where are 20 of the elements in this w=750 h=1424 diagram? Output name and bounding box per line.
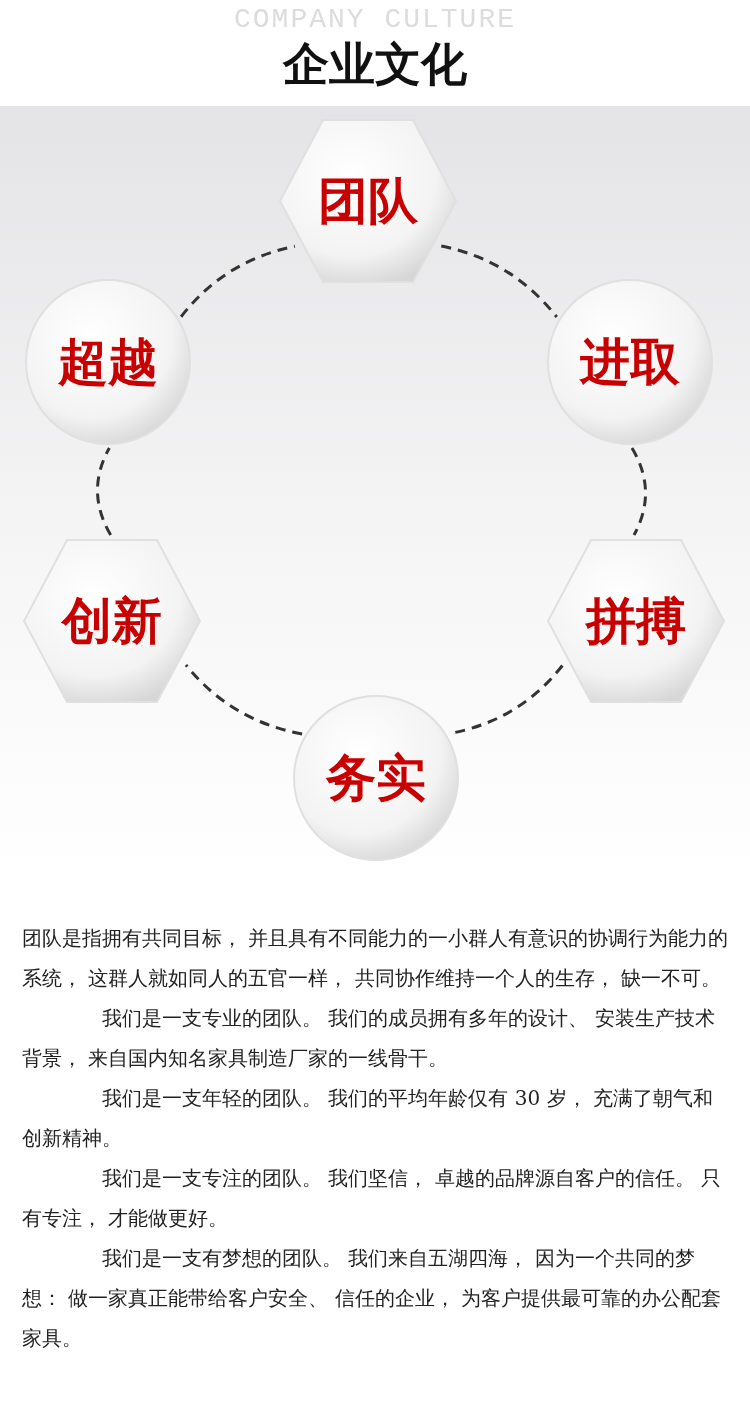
badge-label: 团队: [318, 170, 418, 232]
paragraph: 我们是一支年轻的团队。 我们的平均年龄仅有 30 岁， 充满了朝气和创新精神。: [22, 1085, 714, 1152]
badge-label: 拼搏: [586, 590, 686, 652]
hexagon-badge: [546, 536, 726, 706]
paragraph: 我们是一支专注的团队。 我们坚信， 卓越的品牌源自客户的信任。 只有专注， 才能做更好。: [22, 1165, 723, 1232]
dashed-connector: [440, 244, 558, 318]
dashed-connector: [179, 244, 296, 318]
badge-label: 进取: [580, 331, 680, 393]
paragraph: 团队是指拥有共同目标， 并且具有不同能力的一小群人有意识的协调行为能力的系统， 这群人就如同人的五官一样， 共同协作维持一个人的生存， 缺一不可。: [22, 925, 730, 992]
paragraph: 我们是一支有梦想的团队。 我们来自五湖四海， 因为一个共同的梦想： 做一家真正能带给客户安全、 信任的企业， 为客户提供最可靠的办公配套家具。: [22, 1245, 723, 1352]
dashed-connector: [96, 447, 112, 536]
page-title: 企业文化: [282, 36, 468, 93]
badge-label: 务实: [326, 747, 426, 809]
dashed-connector: [630, 447, 647, 536]
hexagon-badge: [22, 536, 202, 706]
badge-label: 超越: [58, 331, 158, 393]
paragraph: 我们是一支专业的团队。 我们的成员拥有多年的设计、 安装生产技术背景， 来自国内知名家具制造厂家的一线骨干。: [22, 1005, 716, 1072]
badge-label: 创新: [62, 590, 162, 652]
hexagon-badge: [278, 116, 458, 286]
dashed-connector: [184, 664, 303, 736]
